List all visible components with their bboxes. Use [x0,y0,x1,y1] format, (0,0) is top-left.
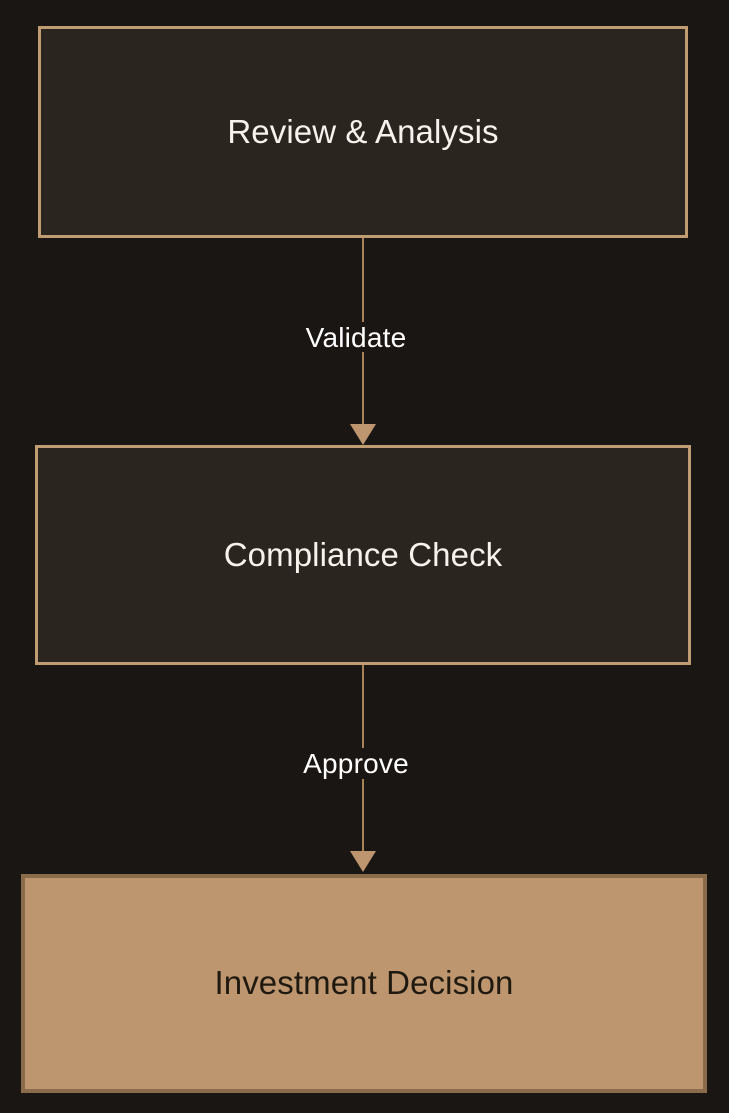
edge-validate-line-upper [362,238,364,328]
flow-node-review-analysis[interactable]: Review & Analysis [38,26,688,238]
flow-node-investment-decision[interactable]: Investment Decision [21,874,707,1093]
flow-node-label: Compliance Check [223,535,503,573]
edge-validate-line-lower [362,352,364,424]
arrowhead-icon [350,424,376,445]
flow-node-compliance-check[interactable]: Compliance Check [35,445,691,665]
edge-label-validate: Validate [298,322,414,354]
flow-node-label: Review & Analysis [227,112,499,150]
edge-approve-line-lower [362,779,364,851]
edge-label-approve: Approve [296,748,416,780]
edge-approve-line-upper [362,665,364,753]
arrowhead-icon [350,851,376,872]
flow-node-label: Investment Decision [214,964,514,1002]
